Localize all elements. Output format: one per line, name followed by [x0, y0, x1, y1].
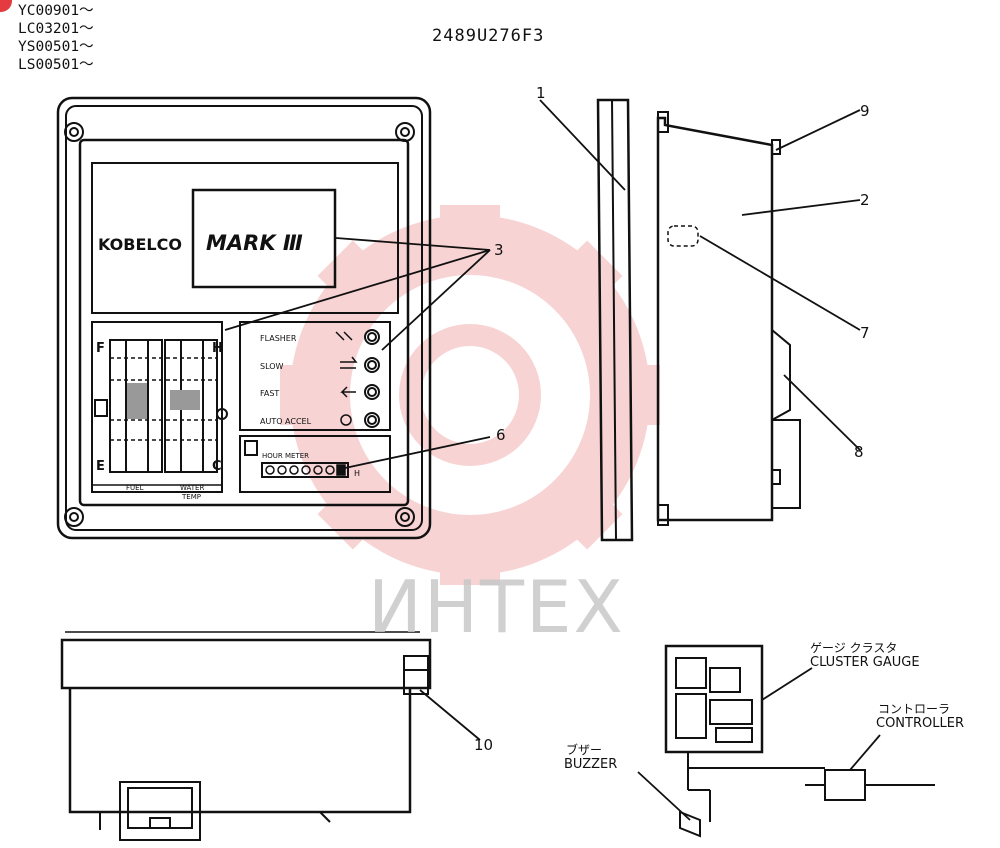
serial-number-list: YC00901〜 LC03201〜 YS00501〜 LS00501〜	[18, 2, 94, 74]
side-view	[596, 98, 801, 542]
callout-7: 7	[860, 324, 870, 342]
indicator-flasher-label: FLASHER	[260, 334, 297, 343]
callout-2: 2	[860, 191, 870, 209]
water-gauge-label-line2: TEMP	[181, 493, 201, 501]
callout-6: 6	[496, 426, 506, 444]
cluster-gauge-label: CLUSTER GAUGE	[810, 655, 920, 670]
bottom-view	[60, 631, 432, 841]
callout-1: 1	[536, 84, 546, 102]
buzzer-jp-label: ブザー	[566, 742, 602, 757]
callout-3: 3	[494, 241, 504, 259]
callout-8: 8	[854, 443, 864, 461]
buzzer-label: BUZZER	[564, 757, 617, 772]
temp-cold-label: C	[212, 459, 222, 474]
cluster-gauge-jp-label: ゲージ クラスタ	[810, 641, 897, 655]
serial-number: LS00501〜	[18, 57, 94, 73]
water-gauge-label-line1: WATER	[180, 484, 204, 492]
indicator-fast-label: FAST	[260, 389, 279, 398]
serial-number: YS00501〜	[18, 39, 94, 55]
front-panel-view	[56, 96, 432, 540]
text-labels: KOBELCO MARK Ⅲ F E H C FUEL WATER TEMP F…	[96, 84, 964, 772]
fuel-full-label: F	[96, 341, 105, 356]
brand-logo: KOBELCO	[98, 235, 182, 254]
serial-number: LC03201〜	[18, 21, 94, 37]
model-logo: MARK Ⅲ	[206, 231, 303, 255]
fuel-empty-label: E	[96, 459, 105, 474]
fuel-gauge-label: FUEL	[126, 484, 144, 492]
serial-number: YC00901〜	[18, 3, 94, 19]
indicator-auto-accel-label: AUTO ACCEL	[260, 417, 312, 426]
hour-meter-label: HOUR METER	[262, 452, 309, 460]
hour-meter-unit: H	[354, 469, 360, 478]
watermark-text: ИНТЕХ	[368, 565, 625, 649]
temp-hot-label: H	[212, 341, 223, 356]
document-id: 2489U276F3	[432, 26, 545, 46]
callout-9: 9	[860, 102, 870, 120]
controller-label: CONTROLLER	[876, 716, 964, 731]
controller-jp-label: コントローラ	[878, 702, 950, 716]
callout-10: 10	[474, 736, 493, 754]
indicator-slow-label: SLOW	[260, 362, 284, 371]
leader-lines	[224, 99, 881, 821]
